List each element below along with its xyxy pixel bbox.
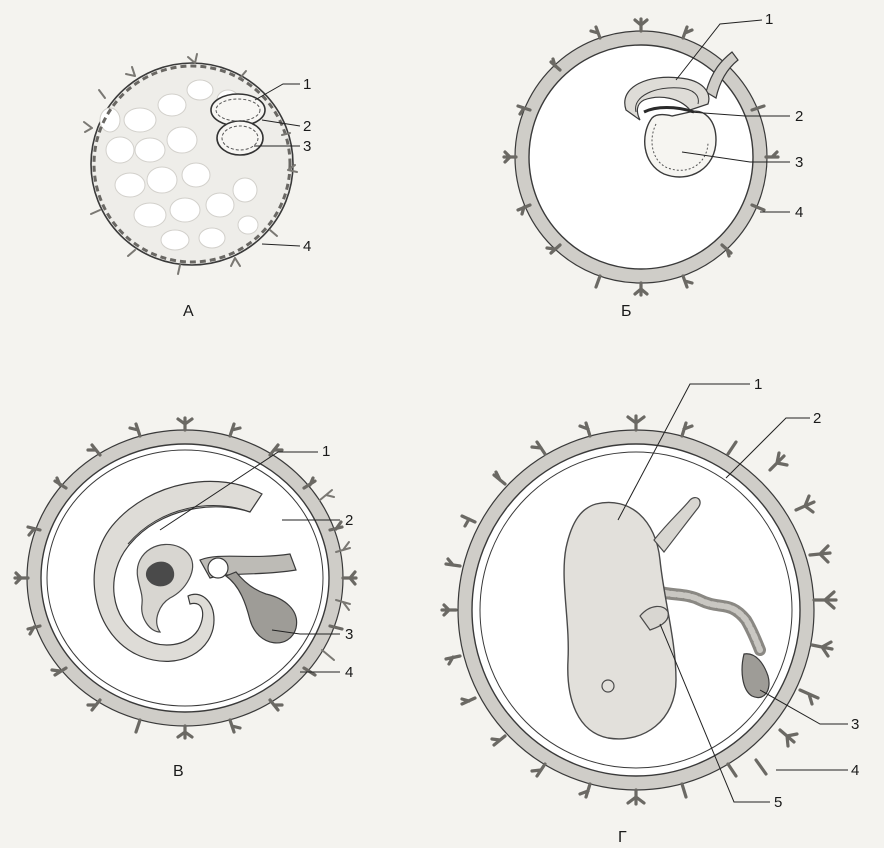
panel-g: 1 2 3 4 5 Г — [442, 376, 859, 846]
panel-a-label-3: 3 — [303, 138, 311, 155]
panel-b-yolk-sac — [645, 111, 716, 177]
panel-a-label-2: 2 — [303, 118, 311, 135]
panel-g-label-1: 1 — [754, 376, 762, 393]
panel-b-label-1: 1 — [765, 11, 773, 28]
panel-b: 1 2 3 4 Б — [504, 11, 803, 320]
panel-a-label-1: 1 — [303, 76, 311, 93]
panel-v: 1 2 3 4 В — [15, 418, 356, 780]
panel-a-letter: А — [183, 303, 194, 320]
panel-b-label-2: 2 — [795, 108, 803, 125]
panel-v-label-4: 4 — [345, 664, 353, 681]
panel-v-letter: В — [173, 763, 184, 780]
panel-a-label-4: 4 — [303, 238, 311, 255]
panel-v-label-2: 2 — [345, 512, 353, 529]
panel-v-label-3: 3 — [345, 626, 353, 643]
panel-g-label-5: 5 — [774, 794, 782, 811]
panel-b-label-4: 4 — [795, 204, 803, 221]
panel-g-label-4: 4 — [851, 762, 859, 779]
panel-b-letter: Б — [621, 303, 632, 320]
panel-g-label-3: 3 — [851, 716, 859, 733]
panel-g-letter: Г — [618, 829, 627, 846]
panel-v-label-1: 1 — [322, 443, 330, 460]
panel-b-label-3: 3 — [795, 154, 803, 171]
panel-g-label-2: 2 — [813, 410, 821, 427]
panel-a: 1 2 3 4 А — [84, 54, 311, 320]
